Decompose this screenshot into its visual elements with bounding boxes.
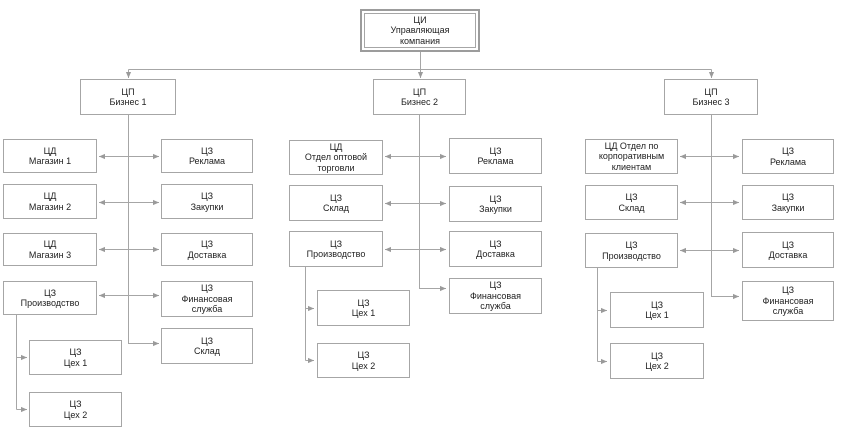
node-b3-purchasing: ЦЗ Закупки (742, 185, 834, 220)
node-b2-production: ЦЗ Производство (289, 231, 383, 267)
node-b1-delivery: ЦЗ Доставка (161, 233, 253, 266)
node-b1-finance: ЦЗ Финансовая служба (161, 281, 253, 317)
node-b2-purchasing: ЦЗ Закупки (449, 186, 542, 222)
node-b3-production: ЦЗ Производство (585, 233, 678, 268)
node-b1-warehouse: ЦЗ Склад (161, 328, 253, 364)
node-b3-advertising: ЦЗ Реклама (742, 139, 834, 174)
node-b2-workshop-1: ЦЗ Цех 1 (317, 290, 410, 326)
node-business-1: ЦП Бизнес 1 (80, 79, 176, 115)
node-b1-purchasing: ЦЗ Закупки (161, 184, 253, 219)
connector-group-business-3 (597, 115, 739, 365)
node-b3-workshop-2: ЦЗ Цех 2 (610, 343, 704, 379)
node-b2-warehouse: ЦЗ Склад (289, 185, 383, 221)
node-b1-shop-3: ЦД Магазин 3 (3, 233, 97, 266)
node-b3-finance: ЦЗ Финансовая служба (742, 281, 834, 321)
node-b3-warehouse: ЦЗ Склад (585, 185, 678, 220)
node-b1-advertising: ЦЗ Реклама (161, 139, 253, 173)
node-b1-production: ЦЗ Производство (3, 281, 97, 315)
node-management-company: ЦИ Управляющая компания (360, 9, 480, 52)
node-b3-delivery: ЦЗ Доставка (742, 232, 834, 268)
node-b2-delivery: ЦЗ Доставка (449, 231, 542, 267)
node-b2-wholesale-dept: ЦД Отдел оптовой торговли (289, 140, 383, 175)
connector-group-root (125, 52, 715, 78)
node-b1-shop-1: ЦД Магазин 1 (3, 139, 97, 173)
node-b2-advertising: ЦЗ Реклама (449, 138, 542, 174)
node-b2-workshop-2: ЦЗ Цех 2 (317, 343, 410, 378)
node-b1-workshop-2: ЦЗ Цех 2 (29, 392, 122, 427)
node-b1-workshop-1: ЦЗ Цех 1 (29, 340, 122, 375)
node-b1-shop-2: ЦД Магазин 2 (3, 184, 97, 219)
node-business-2: ЦП Бизнес 2 (373, 79, 466, 115)
connector-group-business-1 (16, 115, 159, 413)
node-b3-workshop-1: ЦЗ Цех 1 (610, 292, 704, 328)
node-b3-corporate-clients-dept: ЦД Отдел по корпоративным клиентам (585, 139, 678, 174)
node-b2-finance: ЦЗ Финансовая служба (449, 278, 542, 314)
node-business-3: ЦП Бизнес 3 (664, 79, 758, 115)
connector-group-business-2 (305, 115, 446, 364)
